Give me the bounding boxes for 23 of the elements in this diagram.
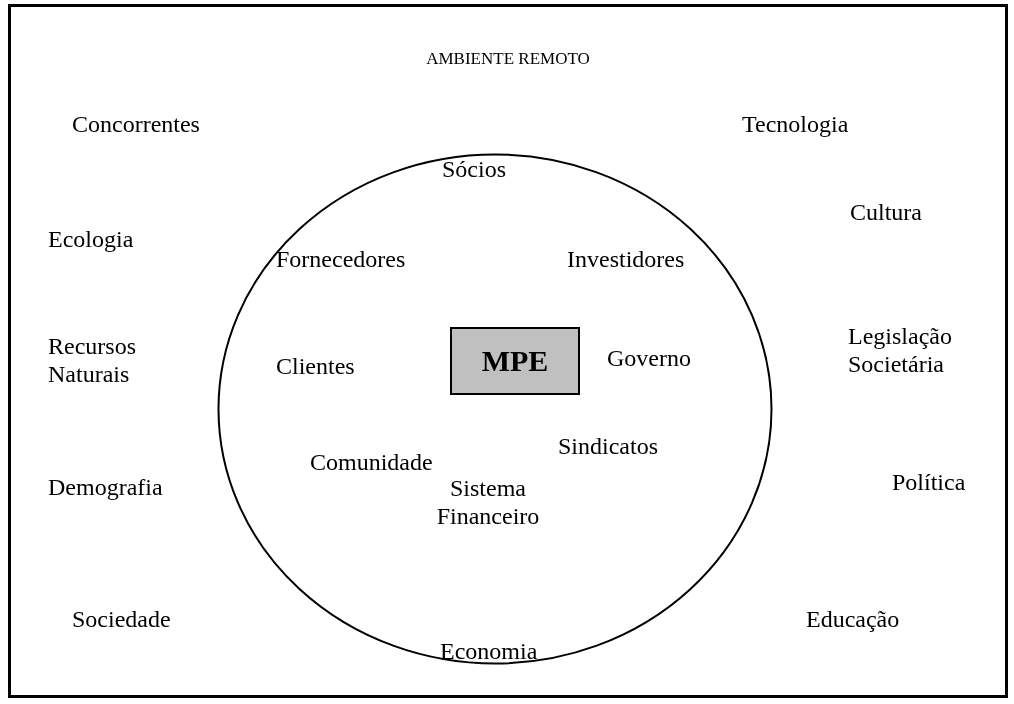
frame-border	[8, 4, 1008, 698]
term-label: Comunidade	[310, 448, 433, 476]
term-label: Legislação Societária	[848, 322, 953, 378]
term-label: Governo	[607, 344, 691, 372]
term-label: Investidores	[567, 245, 685, 273]
term-label: Sócios	[442, 155, 506, 183]
frame-title: AMBIENTE REMOTO	[426, 49, 590, 69]
term-label: Ecologia	[48, 225, 134, 253]
center-box: MPE	[450, 327, 580, 395]
term-label: Recursos Naturais	[48, 332, 137, 388]
term-label: Concorrentes	[72, 110, 200, 138]
term-label: Sindicatos	[558, 432, 658, 460]
term-label: Sistema Financeiro	[435, 474, 541, 530]
term-label: Educação	[806, 605, 900, 633]
ellipse-outline	[217, 153, 773, 665]
term-label: Economia	[440, 637, 538, 665]
term-label: Tecnologia	[742, 110, 849, 138]
term-label: Política	[892, 468, 966, 496]
term-label: Cultura	[850, 198, 922, 226]
term-label: Demografia	[48, 473, 163, 501]
term-label: Sociedade	[72, 605, 171, 633]
term-label: Clientes	[276, 352, 355, 380]
term-label: Fornecedores	[276, 245, 406, 273]
